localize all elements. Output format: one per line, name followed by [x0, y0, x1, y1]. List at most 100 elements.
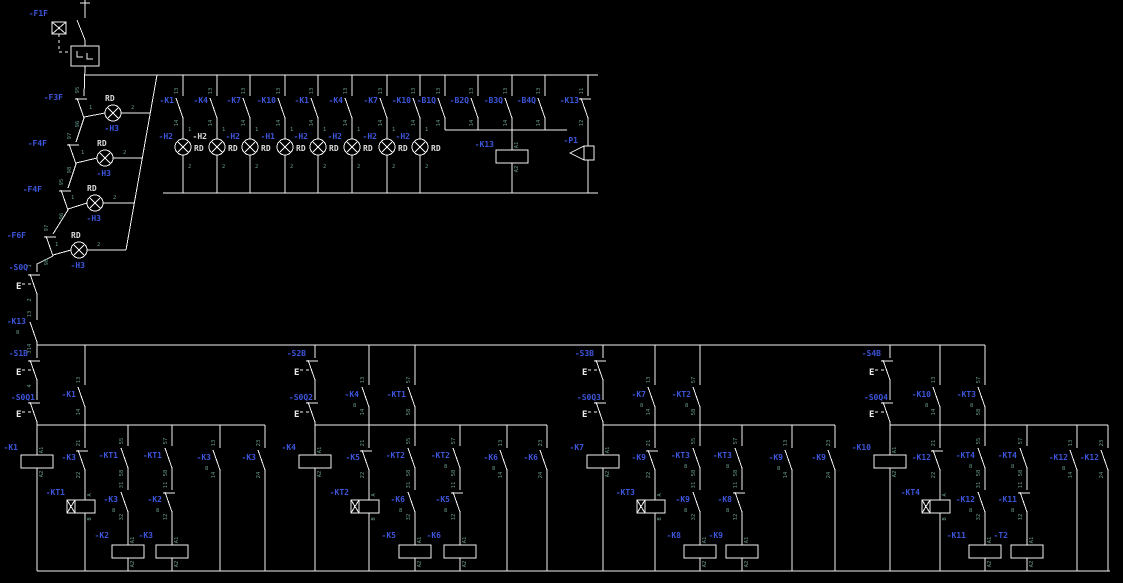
- lamp-cross: [345, 140, 359, 154]
- device-label: -K4: [329, 96, 344, 105]
- pin-label: 2: [131, 105, 134, 111]
- pin-label: A2: [417, 561, 423, 568]
- wire-segment: [67, 163, 77, 189]
- pin-label: 31: [691, 482, 697, 489]
- pin-label: 8: [16, 330, 19, 336]
- pin-label: 14: [783, 471, 789, 478]
- pin-label: 31: [406, 482, 412, 489]
- pin-label: A2: [1029, 561, 1035, 568]
- no-contact-symbol: [734, 447, 743, 469]
- pin-label: A2: [130, 561, 136, 568]
- relay-coil-symbol: [968, 544, 1002, 559]
- pin-label: 57: [451, 438, 457, 445]
- pin-label: 2: [255, 164, 258, 170]
- no-contact-symbol: [209, 97, 218, 119]
- pin-label: 8: [399, 508, 402, 514]
- device-label: -T2: [994, 531, 1009, 540]
- device-label: -K10: [912, 390, 931, 399]
- device-label: -K6: [391, 495, 406, 504]
- device-label: -KT2: [431, 451, 450, 460]
- estop-contact-symbol: [595, 401, 604, 423]
- no-contact-symbol: [29, 321, 38, 343]
- no-contact-symbol: [470, 97, 479, 119]
- device-label: -K11: [947, 531, 966, 540]
- relay-coil-symbol: [155, 544, 189, 559]
- device-label: -K7: [364, 96, 379, 105]
- pin-label: 21: [76, 440, 82, 447]
- pin-label: 14: [469, 119, 475, 126]
- pin-label: 13: [1068, 440, 1074, 447]
- device-label: -K6: [524, 453, 539, 462]
- estop-actuator-label: E: [582, 410, 587, 420]
- pin-label: A2: [744, 561, 750, 568]
- pin-label: 1: [222, 127, 225, 133]
- estop-contact-symbol: [307, 401, 316, 423]
- pin-label: 8: [205, 466, 208, 472]
- pin-label: 8: [492, 466, 495, 472]
- device-label: -K3: [139, 531, 154, 540]
- pin-label: 2: [123, 150, 126, 156]
- device-label: -K3: [62, 453, 77, 462]
- estop-contact-symbol: [595, 359, 604, 381]
- pin-label: 55: [119, 438, 125, 445]
- pin-label: 14: [1068, 471, 1074, 478]
- pin-label: 96: [59, 213, 65, 220]
- pin-label: 8: [156, 508, 159, 514]
- pin-label: A: [371, 493, 377, 497]
- pin-label: 58: [733, 470, 739, 477]
- device-label: -KT2: [386, 451, 405, 460]
- pin-label: 55: [691, 438, 697, 445]
- thermal-mark: [76, 51, 83, 58]
- pin-label: 58: [976, 409, 982, 416]
- pin-label: 98: [44, 259, 50, 266]
- lamp-cross: [380, 140, 394, 154]
- pin-label: 8: [777, 466, 780, 472]
- pin-label: 14: [378, 119, 384, 126]
- pin-label: A1: [1029, 537, 1035, 544]
- pin-label: A2: [317, 471, 323, 478]
- pin-label: 13: [536, 88, 542, 95]
- lamp-color-label: RD: [329, 144, 339, 153]
- pin-label: A1: [605, 447, 611, 454]
- device-label: -KT2: [672, 390, 691, 399]
- timer-coil-symbol: [66, 499, 96, 514]
- device-label: -K11: [998, 495, 1017, 504]
- device-label: -KT4: [956, 451, 975, 460]
- pin-label: 13: [783, 440, 789, 447]
- device-label: -F4F: [28, 139, 47, 148]
- device-label: -H2: [159, 132, 174, 141]
- pin-label: B: [371, 517, 377, 521]
- pin-label: 23: [538, 440, 544, 447]
- wire-segment: [52, 209, 69, 235]
- pin-label: 14: [276, 119, 282, 126]
- no-contact-symbol: [77, 386, 86, 408]
- estop-actuator-label: E: [294, 368, 299, 378]
- pin-label: 8: [112, 508, 115, 514]
- no-contact-symbol: [407, 386, 416, 408]
- device-label: -K1: [160, 96, 175, 105]
- device-label: -K7: [227, 96, 242, 105]
- no-contact-symbol: [120, 447, 129, 469]
- device-label: -F6F: [7, 231, 26, 240]
- pin-label: A1: [417, 537, 423, 544]
- pin-label: 1: [392, 127, 395, 133]
- device-label: -K10: [852, 443, 871, 452]
- lamp-color-label: RD: [71, 231, 81, 240]
- lamp-color-label: RD: [87, 184, 97, 193]
- pin-label: 58: [163, 470, 169, 477]
- device-label: -S2B: [287, 349, 306, 358]
- pin-label: 12: [451, 514, 457, 521]
- pin-label: 8: [444, 464, 447, 470]
- nc-contact-symbol: [361, 449, 370, 471]
- no-contact-symbol: [977, 447, 986, 469]
- device-label: -K13: [560, 96, 579, 105]
- pin-label: 14: [411, 119, 417, 126]
- buzzer-symbol: [583, 145, 595, 161]
- no-contact-symbol: [977, 386, 986, 408]
- device-label: -B1Q: [417, 96, 436, 105]
- pin-label: 23: [1099, 440, 1105, 447]
- pin-label: 8: [353, 403, 356, 409]
- pin-label: 31: [119, 482, 125, 489]
- pin-label: 2: [222, 164, 225, 170]
